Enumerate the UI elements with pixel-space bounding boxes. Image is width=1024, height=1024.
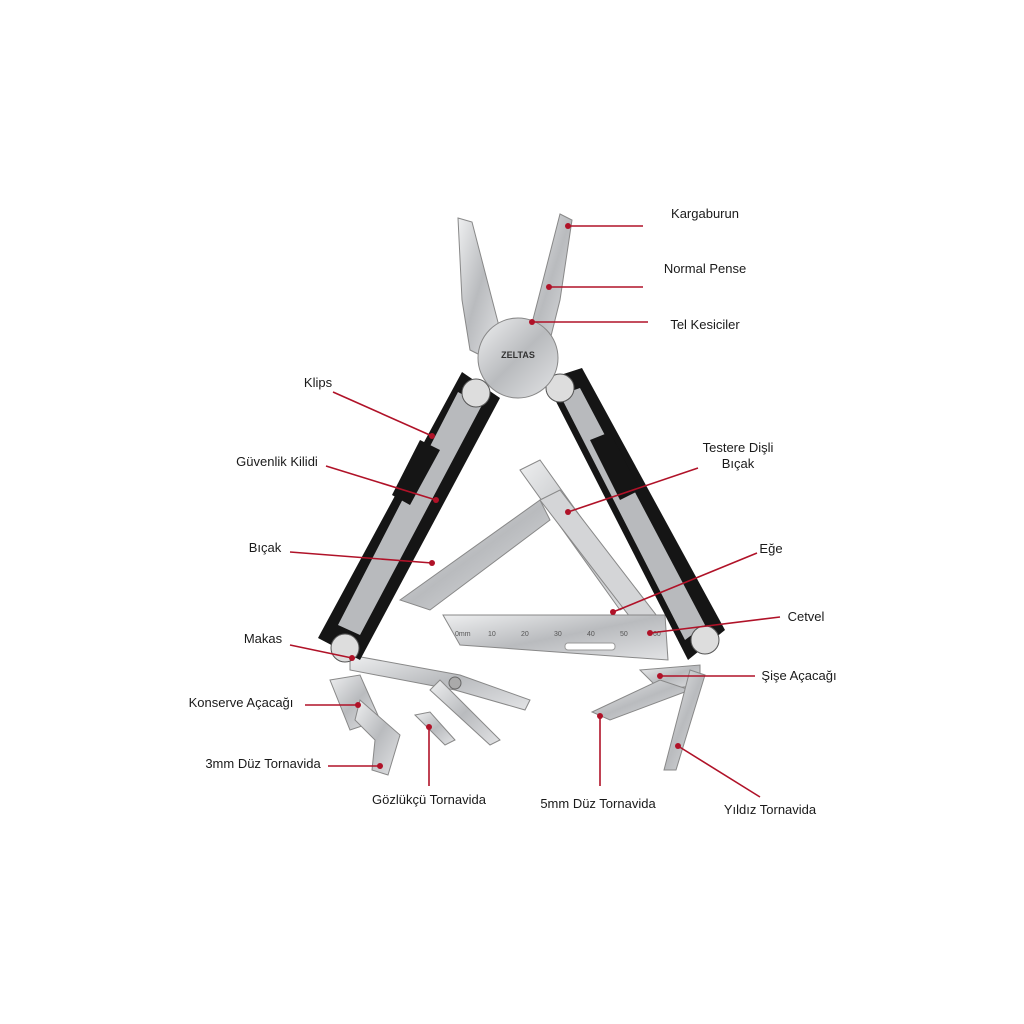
leader-dot (355, 702, 361, 708)
leader-dot (433, 497, 439, 503)
leader-line (567, 467, 699, 513)
label-makas: Makas (243, 631, 283, 646)
leader-dot (565, 223, 571, 229)
leader-line (289, 551, 433, 564)
ruler-tick-label: 40 (587, 631, 595, 638)
label-testere-line1: Testere Dişli (702, 440, 774, 455)
screwdriver-5mm (590, 679, 692, 721)
knife-blade (398, 499, 551, 611)
leader-dot (675, 743, 681, 749)
label-normal-pense: Normal Pense (663, 261, 747, 276)
label-sise-acacagi: Şişe Açacağı (761, 668, 837, 683)
leader-line (325, 465, 437, 501)
leader-dot (349, 655, 355, 661)
label-ege: Eğe (759, 541, 783, 556)
leader-line (612, 552, 758, 613)
leader-dot (546, 284, 552, 290)
leader-dot (565, 509, 571, 515)
ruler-tick-label: 60 (653, 631, 661, 638)
ruler-tick-label: 20 (521, 631, 529, 638)
leader-dot (610, 609, 616, 615)
screwdriver-3mm (354, 699, 401, 776)
leader-dot (597, 713, 603, 719)
leader-lines (289, 223, 781, 798)
leader-line (649, 616, 781, 634)
pivot-plate (477, 317, 559, 399)
leader-dot (657, 673, 663, 679)
eyeglass-screwdriver (413, 711, 456, 746)
label-5mm-duz-tornavida: 5mm Düz Tornavida (540, 796, 656, 811)
label-konserve-acacagi: Konserve Açacağı (188, 695, 294, 710)
leader-line (677, 745, 761, 798)
leader-dot (426, 724, 432, 730)
brand-logo: ZELTAS (501, 350, 535, 360)
left-handle (318, 372, 500, 663)
ruler-tick-label: 50 (620, 631, 628, 638)
label-bicak: Bıçak (248, 540, 282, 555)
ruler-tick-label: 10 (488, 631, 496, 638)
label-yildiz-tornavida: Yıldız Tornavida (723, 802, 817, 817)
label-klips: Klips (303, 375, 333, 390)
label-gozlukcu-tornavida: Gözlükçü Tornavida (372, 792, 486, 807)
leader-dot (429, 433, 435, 439)
leader-line (289, 644, 353, 659)
leader-dot (429, 560, 435, 566)
label-guvenlik-kilidi: Güvenlik Kilidi (236, 454, 318, 469)
label-testere-line2: Bıçak (721, 456, 755, 471)
label-testere-disli-bicak: Testere Dişli Bıçak (703, 440, 774, 472)
leader-dot (647, 630, 653, 636)
ruler-tick-label: 30 (554, 631, 562, 638)
leader-dot (529, 319, 535, 325)
label-tel-kesiciler: Tel Kesiciler (670, 317, 740, 332)
leader-line (332, 391, 433, 437)
label-3mm-duz-tornavida: 3mm Düz Tornavida (205, 756, 321, 771)
label-cetvel: Cetvel (787, 609, 825, 624)
label-kargaburun: Kargaburun (671, 206, 739, 221)
ruler-tick-label: 0mm (455, 631, 471, 638)
leader-dot (377, 763, 383, 769)
scissors-blade (429, 679, 501, 746)
phillips-screwdriver (663, 669, 706, 771)
right-handle (545, 368, 725, 660)
